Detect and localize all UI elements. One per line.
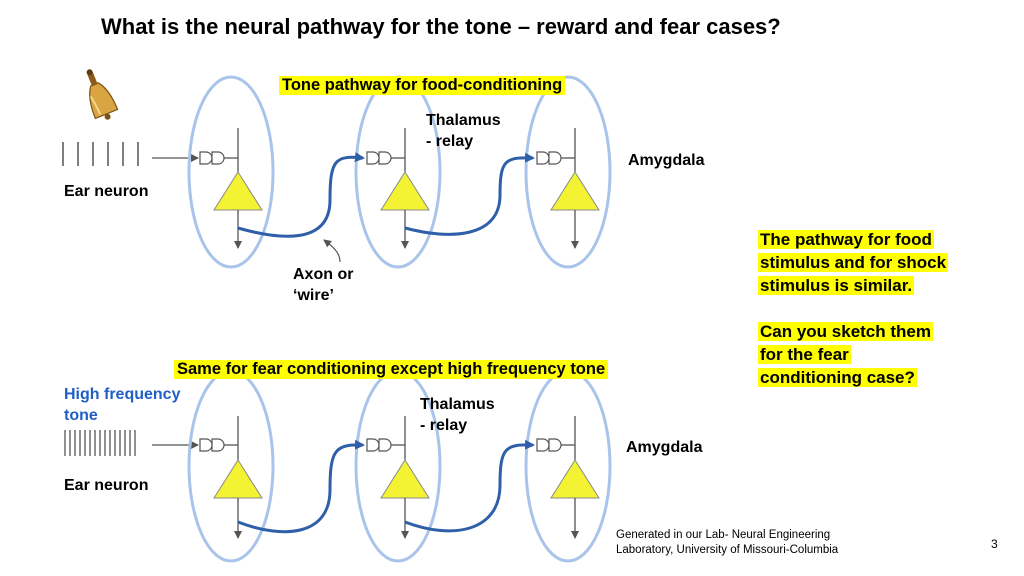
tone-pulses-high xyxy=(64,430,136,456)
axon-1 xyxy=(237,152,365,238)
bell-icon xyxy=(86,69,119,120)
thalamus-label-line1: Thalamus xyxy=(420,396,495,413)
note-line: Can you sketch them xyxy=(758,322,933,341)
axon-2 xyxy=(404,439,535,533)
thalamus-label-line2: - relay xyxy=(426,132,474,150)
note-line: stimulus is similar. xyxy=(758,276,915,295)
footer-credit: Generated in our Lab- Neural Engineering… xyxy=(616,528,838,558)
tone-pulses-low xyxy=(62,142,139,166)
axon-label-line2: ‘wire’ xyxy=(293,286,334,304)
thalamus-label-line2: - relay xyxy=(420,416,468,434)
thalamus-neuron-node xyxy=(354,75,442,269)
side-note: The pathway for food stimulus and for sh… xyxy=(758,228,949,389)
ear-neuron-node xyxy=(187,369,275,563)
page-number: 3 xyxy=(991,537,998,551)
footer-line1: Generated in our Lab- Neural Engineering xyxy=(616,529,831,541)
bottom-banner: Same for fear conditioning except high f… xyxy=(174,360,609,379)
high-frequency-tone-label: High frequency tone xyxy=(64,385,180,427)
axon-label-line1: Axon or xyxy=(293,266,354,283)
note-line: conditioning case? xyxy=(758,368,917,387)
note-line: stimulus and for shock xyxy=(758,253,949,272)
ear-neuron-label: Ear neuron xyxy=(64,477,149,494)
ear-neuron-node xyxy=(187,75,275,269)
thalamus-label-line1: Thalamus xyxy=(426,112,501,129)
ear-neuron-label: Ear neuron xyxy=(64,183,149,200)
axon-1 xyxy=(237,439,365,534)
slide-title: What is the neural pathway for the tone … xyxy=(101,14,781,39)
axon-pointer-arrow xyxy=(323,239,341,263)
amygdala-neuron-node xyxy=(524,369,612,563)
axon-label: Axon or ‘wire’ xyxy=(293,265,353,307)
amygdala-label: Amygdala xyxy=(628,152,705,169)
hf-label-line1: High frequency xyxy=(64,386,181,403)
top-pathway xyxy=(62,75,612,269)
note-line: for the fear xyxy=(758,345,851,364)
hf-label-line2: tone xyxy=(64,406,98,424)
axon-2 xyxy=(404,152,535,236)
note-line: The pathway for food xyxy=(758,230,934,249)
footer-line2: Laboratory, University of Missouri-Colum… xyxy=(616,544,839,556)
amygdala-label: Amygdala xyxy=(626,439,703,456)
top-banner: Tone pathway for food-conditioning xyxy=(279,76,566,95)
thalamus-label: Thalamus - relay xyxy=(426,111,501,153)
amygdala-neuron-node xyxy=(524,75,612,269)
thalamus-label: Thalamus - relay xyxy=(420,395,495,437)
